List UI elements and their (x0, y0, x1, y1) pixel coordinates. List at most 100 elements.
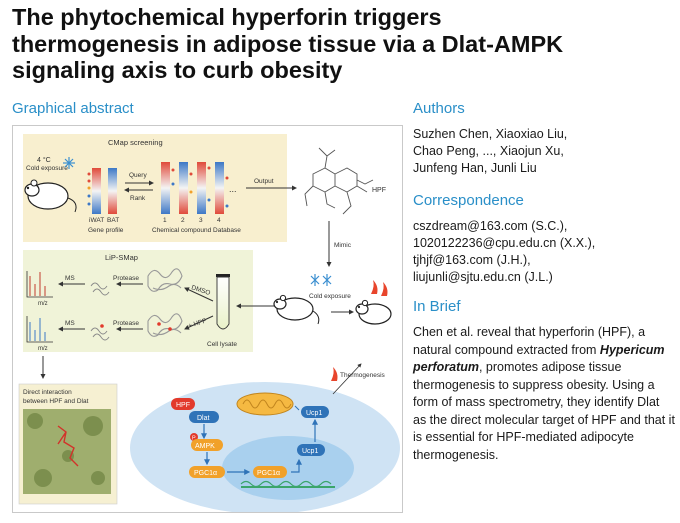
cell-lysate-tube (216, 274, 230, 330)
col-num: 3 (199, 217, 203, 224)
ucp1-node-label: Ucp1 (306, 410, 322, 417)
pgc-to-ucp1-arrow (291, 458, 302, 473)
query-label: Query (129, 172, 147, 179)
direct-interaction-label: Direct interaction (23, 389, 72, 396)
ms-spectrum (29, 272, 46, 296)
lip-smap-panel (23, 250, 253, 352)
hpf-dot (157, 322, 161, 326)
email-link[interactable]: liujunli@sjtu.edu.cn (J.L.) (413, 270, 553, 284)
protein-structure (147, 313, 183, 337)
authors-section: Authors Suzhen Chen, Xiaoxiao Liu, Chao … (413, 100, 675, 177)
protein-structure (147, 268, 183, 292)
lip-smap-title: LiP-SMap (105, 253, 138, 262)
mouse-icon (355, 299, 392, 325)
output-label: Output (254, 178, 274, 185)
snowflake-icon (310, 274, 332, 286)
phospho-icon (190, 433, 198, 441)
email-link[interactable]: tjhjf@163.com (J.H.), (413, 253, 531, 267)
ms-label: MS (65, 320, 75, 327)
email-link[interactable]: 1020122236@cpu.edu.cn (X.X.), (413, 236, 596, 250)
hpf-node-label: HPF (176, 402, 190, 409)
peptide-fragments (90, 327, 110, 341)
ucp1-to-mito (294, 405, 300, 411)
thermogenesis-label: Thermogenesis (340, 372, 386, 379)
col-num: 2 (181, 217, 185, 224)
species-name: Hypericum perforatum (413, 342, 665, 375)
cmap-panel (23, 134, 287, 242)
peptide-fragments (90, 282, 110, 296)
col-num: 4 (217, 217, 221, 224)
flame-icon (331, 367, 338, 381)
rank-label: Rank (130, 195, 146, 202)
direct-interaction-label: between HPF and Dlat (23, 398, 89, 405)
title-line: The phytochemical hyperforin triggers (12, 4, 442, 30)
cmap-title: CMap screening (108, 138, 163, 147)
title-line: signaling axis to curb obesity (12, 57, 343, 83)
protease-label: Protease (113, 275, 139, 282)
cold-temp-label: 4 °C (37, 156, 51, 164)
correspondence-heading: Correspondence (413, 192, 524, 209)
phospho-label: P (192, 436, 196, 442)
in-brief-section: In Brief Chen et al. reveal that hyperfo… (413, 298, 675, 464)
title-line: thermogenesis in adipose tissue via a Dl… (12, 30, 564, 57)
cold-exposure-label-2: Cold exposure (309, 293, 351, 300)
ucp1-nuclear-label: Ucp1 (302, 448, 318, 455)
graphical-abstract-svg: CMap screening 4 °C Cold exposure iWAT B… (18, 134, 400, 512)
mimic-label: Mimic (334, 242, 352, 249)
ms-label: MS (65, 275, 75, 282)
col-num: 1 (163, 217, 167, 224)
in-brief-text-part: Chen et al. reveal that hyperforin (HPF)… (413, 325, 646, 357)
cell-lysate-label: Cell lysate (207, 341, 237, 348)
authors-line: Junfeng Han, Junli Liu (413, 161, 537, 175)
bat-label: BAT (107, 217, 119, 224)
hpf-dot (168, 327, 172, 331)
email-link[interactable]: cszdream@163.com (S.C.), (413, 219, 568, 233)
ucp1-node (301, 406, 329, 418)
dlat-node (189, 411, 219, 423)
docking-texture (27, 413, 105, 487)
graphical-abstract-figure: CMap screening 4 °C Cold exposure iWAT B… (12, 125, 403, 513)
hpf-molecule-label: HPF (372, 187, 386, 194)
ampk-node-label: AMPK (195, 443, 215, 450)
hpf-molecule (304, 147, 374, 215)
cold-exposure-label: Cold exposure (26, 165, 68, 172)
thermogenesis-arrow (332, 363, 362, 395)
gene-dots (87, 172, 91, 206)
mz-label: m/z (38, 346, 48, 352)
hpf-node (171, 398, 195, 410)
mz-label: m/z (38, 301, 48, 307)
dmso-arrow (184, 287, 214, 302)
ucp1-nuclear-node (297, 444, 325, 456)
ellipsis: ... (229, 184, 237, 194)
gene-profile-label: Gene profile (88, 227, 124, 234)
mitochondrion-icon (236, 392, 294, 416)
correspondence-section: Correspondence cszdream@163.com (S.C.), … (413, 192, 675, 286)
nucleus (222, 436, 354, 500)
hpf-ligand (57, 425, 79, 467)
authors-line: Suzhen Chen, Xiaoxiao Liu, (413, 127, 568, 141)
pgc1a-node-label: PGC1α (194, 470, 217, 477)
dlat-node-label: Dlat (197, 415, 210, 422)
iwat-column (92, 168, 101, 214)
dna-helix (240, 480, 332, 488)
sidebar-summary: Authors Suzhen Chen, Xiaoxiao Liu, Chao … (413, 100, 675, 464)
flame-icon (371, 280, 388, 296)
compound-db-label: Chemical compound Database (152, 227, 241, 234)
mouse-icon (273, 294, 320, 325)
ms-spectrum (29, 318, 46, 341)
pgc1a-nuclear-node (253, 466, 287, 478)
compound-columns (161, 162, 229, 214)
hpf-arrow (184, 315, 214, 330)
authors-line: Chao Peng, ..., Xiaojun Xu, (413, 144, 564, 158)
authors-heading: Authors (413, 100, 465, 117)
in-brief-heading: In Brief (413, 298, 461, 315)
pgc1a-nuclear-label: PGC1α (257, 470, 280, 477)
in-brief-text: Chen et al. reveal that hyperforin (HPF)… (413, 324, 675, 464)
bat-column (108, 168, 117, 214)
snowflake-icon (63, 157, 75, 169)
protease-label: Protease (113, 320, 139, 327)
mouse-icon (24, 179, 77, 213)
pgc1a-node (189, 466, 225, 478)
ampk-node (191, 439, 223, 451)
iwat-label: iWAT (89, 217, 104, 224)
